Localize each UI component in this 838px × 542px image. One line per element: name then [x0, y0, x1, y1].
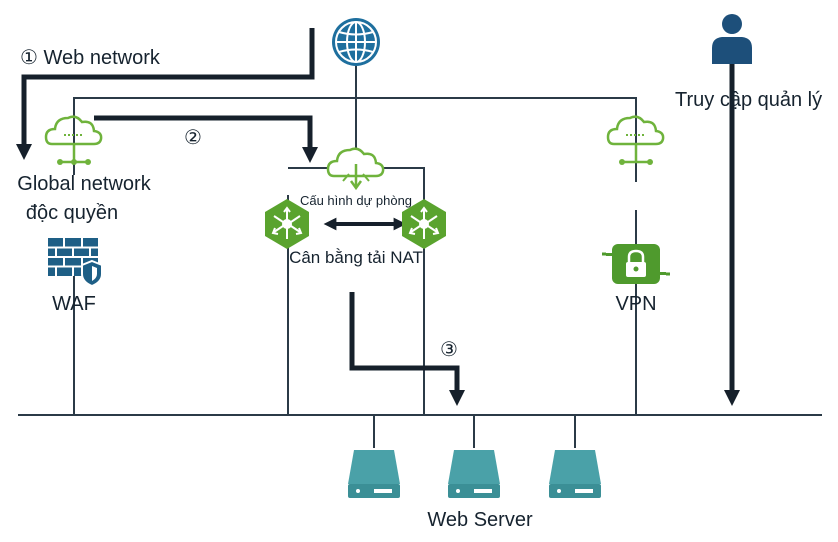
shield-icon	[81, 259, 103, 288]
web-network-text: Web network	[43, 47, 160, 69]
person-icon	[712, 14, 752, 64]
web-network-label: ① Web network	[20, 48, 160, 68]
load-balancer-icon	[402, 199, 446, 249]
globe-icon	[332, 18, 380, 66]
step2-marker: ②	[184, 127, 202, 149]
server-icon	[549, 450, 601, 498]
admin-access-label: Truy cập quản lý	[675, 89, 823, 111]
flow-arrows	[15, 28, 741, 407]
flow-arrow-3	[349, 292, 466, 407]
web-server-label: Web Server	[427, 509, 533, 531]
waf-label: WAF	[52, 293, 96, 315]
failover-config-label: Cấu hình dự phòng	[299, 193, 413, 208]
flow-arrow-1	[15, 28, 315, 161]
step3-marker: ③	[440, 339, 458, 361]
cloud-network-icon	[606, 115, 665, 165]
flow-arrow-2	[94, 115, 319, 164]
server-icon	[348, 450, 400, 498]
vpn-lock-icon	[602, 244, 670, 284]
server-icon	[448, 450, 500, 498]
lb-nat-label: Cân bằng tải NAT	[289, 248, 423, 267]
global-network-label-line2: độc quyền	[25, 202, 119, 224]
global-network-label: Global network	[17, 173, 151, 195]
vpn-label: VPN	[615, 293, 657, 315]
step1-marker: ①	[20, 47, 38, 69]
load-balancer-icon	[265, 199, 309, 249]
cloud-network-icon	[326, 147, 385, 191]
cloud-network-icon	[44, 115, 103, 165]
